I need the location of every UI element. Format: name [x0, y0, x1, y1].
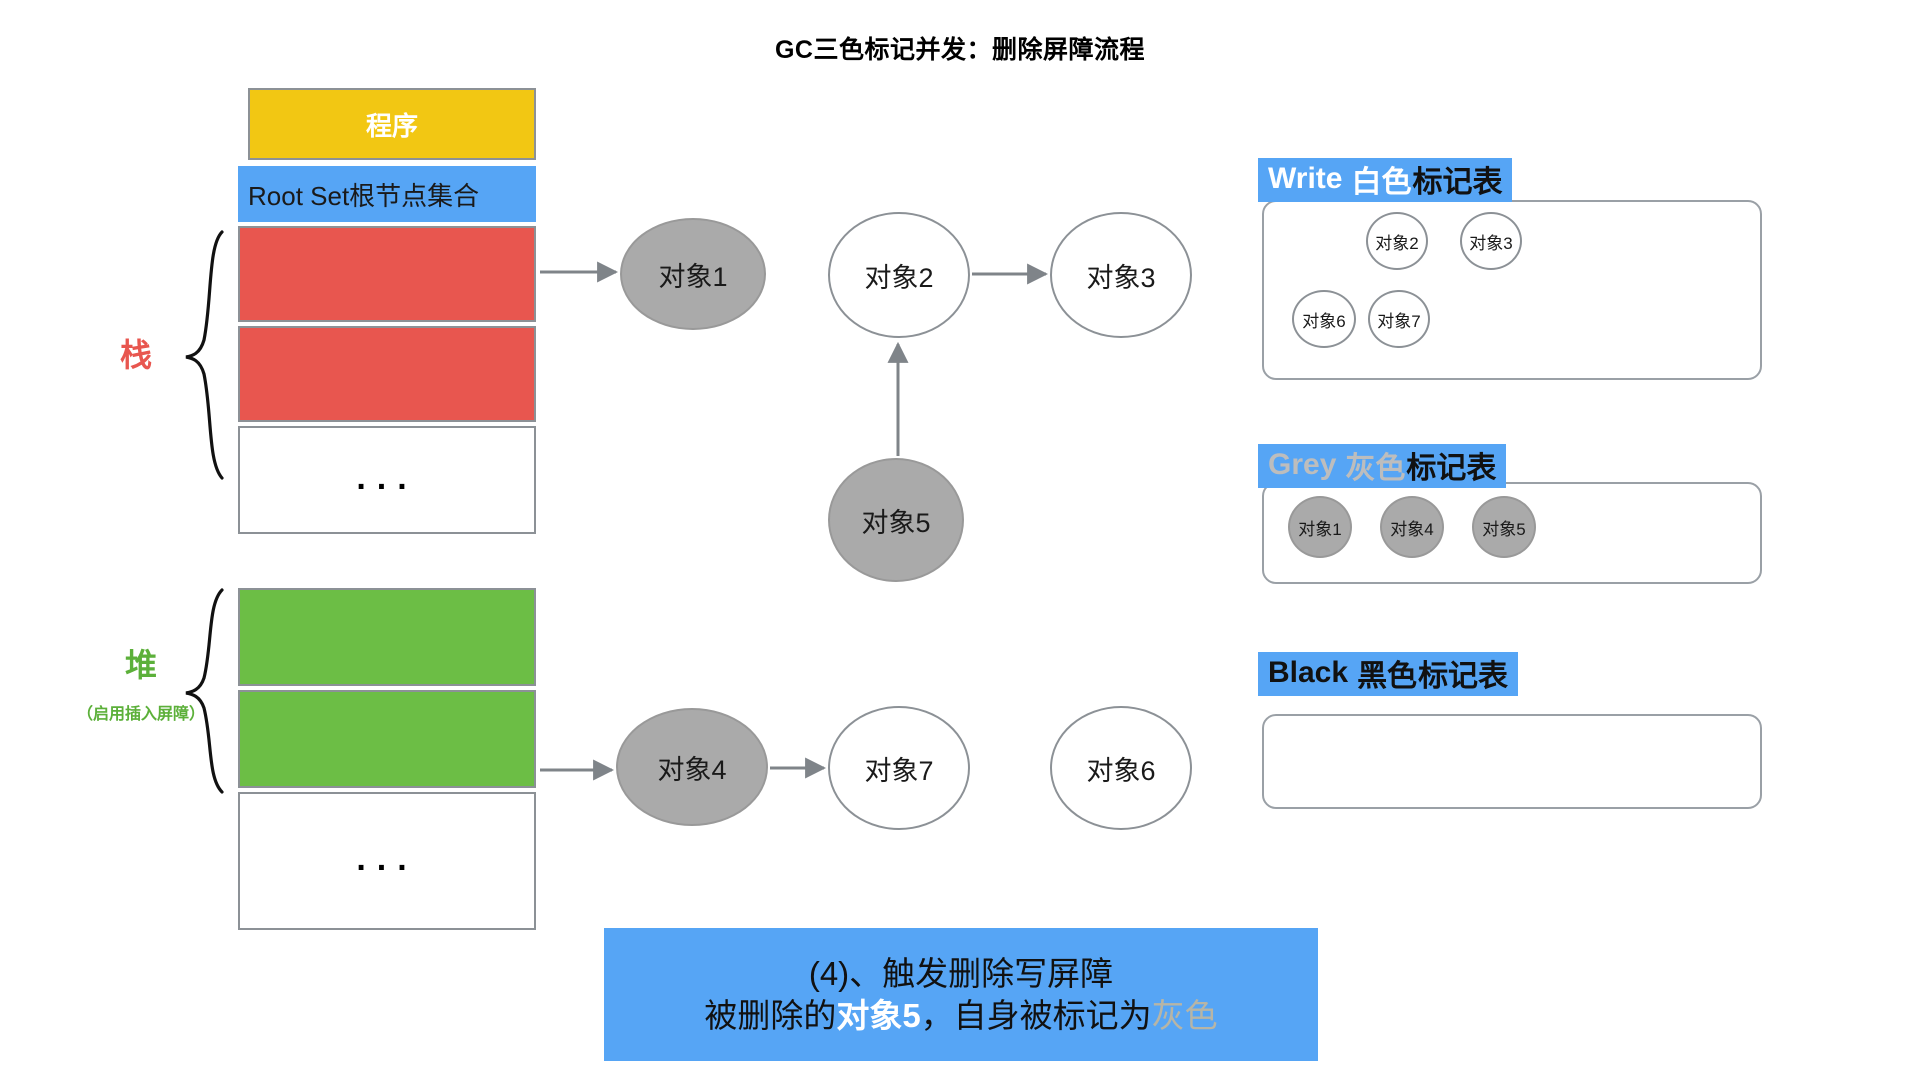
- caption-line2-mid: ，自身被标记为: [920, 996, 1152, 1034]
- white-mark-table-body: 对象2 对象3 对象6 对象7: [1262, 200, 1762, 380]
- black-table-en-label: Black: [1268, 656, 1349, 689]
- graph-node-obj2: 对象2: [828, 212, 970, 338]
- graph-node-obj3: 对象3: [1050, 212, 1192, 338]
- chip-label: 对象6: [1302, 311, 1346, 331]
- root-set-label: Root Set根节点集合: [248, 180, 480, 211]
- caption-line2-grey-word: 灰色: [1151, 996, 1218, 1034]
- graph-node-label: 对象4: [657, 754, 727, 785]
- caption-line2-pre: 被删除的: [704, 996, 837, 1034]
- heap-brace: [185, 588, 224, 794]
- ellipsis-label-2: ...: [356, 840, 418, 878]
- heap-slot-2: [238, 690, 536, 788]
- program-box: 程序: [248, 88, 536, 160]
- root-set-box: Root Set根节点集合: [238, 166, 536, 222]
- program-label: 程序: [365, 110, 418, 141]
- graph-node-label: 对象7: [864, 755, 934, 786]
- graph-node-label: 对象3: [1086, 262, 1156, 293]
- chip-label: 对象1: [1298, 519, 1342, 539]
- black-table-color-label: 黑色: [1357, 660, 1418, 693]
- white-chip-obj7: 对象7: [1368, 290, 1430, 348]
- graph-node-label: 对象5: [861, 507, 931, 538]
- chip-label: 对象2: [1375, 233, 1419, 253]
- grey-chip-obj4: 对象4: [1380, 496, 1444, 558]
- grey-table-tail-label: 标记表: [1406, 452, 1497, 485]
- caption-banner: (4)、触发删除写屏障 被删除的对象5，自身被标记为灰色: [604, 928, 1318, 1061]
- graph-node-obj4: 对象4: [616, 708, 768, 826]
- heap-label: 堆: [124, 647, 157, 683]
- caption-line-1: (4)、触发删除写屏障: [808, 955, 1114, 993]
- stack-label: 栈: [119, 337, 152, 373]
- ellipsis-label: ...: [356, 459, 418, 497]
- stack-ellipsis-slot: ...: [238, 426, 536, 534]
- white-table-tail-label: 标记表: [1412, 166, 1503, 199]
- chip-label: 对象7: [1377, 311, 1421, 331]
- heap-slot-1: [238, 588, 536, 686]
- chip-label: 对象3: [1469, 233, 1513, 253]
- heap-sublabel: （启用插入屏障）: [76, 706, 205, 723]
- caption-line-2: 被删除的对象5，自身被标记为灰色: [704, 995, 1217, 1036]
- white-chip-obj3: 对象3: [1460, 212, 1522, 270]
- graph-node-label: 对象6: [1086, 755, 1156, 786]
- stack-slot-2: [238, 326, 536, 422]
- grey-table-en-label: Grey: [1268, 448, 1337, 481]
- stack-slot-1: [238, 226, 536, 322]
- chip-label: 对象4: [1390, 519, 1434, 539]
- graph-node-label: 对象1: [658, 261, 728, 292]
- page-title: GC三色标记并发：删除屏障流程: [774, 36, 1145, 64]
- black-table-tail-label: 标记表: [1418, 660, 1509, 693]
- white-table-color-label: 白色: [1351, 166, 1412, 199]
- stack-brace: [185, 230, 224, 480]
- grey-chip-obj1: 对象1: [1288, 496, 1352, 558]
- graph-node-label: 对象2: [864, 262, 934, 293]
- graph-node-obj6: 对象6: [1050, 706, 1192, 830]
- caption-line2-bold-object: 对象5: [836, 996, 921, 1034]
- grey-mark-table-body: 对象1 对象4 对象5: [1262, 482, 1762, 584]
- black-mark-table-header: Black 黑色 标记表: [1258, 652, 1519, 696]
- grey-table-color-label: 灰色: [1345, 452, 1406, 485]
- grey-mark-table-header: Grey 灰色 标记表: [1258, 444, 1507, 488]
- graph-node-obj1: 对象1: [620, 218, 766, 330]
- graph-node-obj5: 对象5: [828, 458, 964, 582]
- white-chip-obj6: 对象6: [1292, 290, 1356, 348]
- chip-label: 对象5: [1482, 519, 1526, 539]
- black-mark-table-body: [1262, 714, 1762, 809]
- graph-node-obj7: 对象7: [828, 706, 970, 830]
- white-mark-table-header: Write 白色 标记表: [1258, 158, 1513, 202]
- white-chip-obj2: 对象2: [1366, 212, 1428, 270]
- grey-chip-obj5: 对象5: [1472, 496, 1536, 558]
- white-table-en-label: Write: [1268, 162, 1343, 195]
- heap-ellipsis-slot: ...: [238, 792, 536, 930]
